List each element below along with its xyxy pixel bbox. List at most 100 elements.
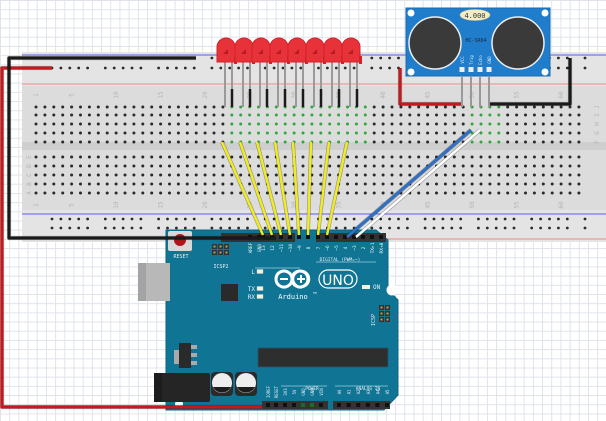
breadboard-hole [452,164,456,168]
analog-pin-A4[interactable] [375,403,380,407]
breadboard-hole [230,113,234,117]
column-number-bottom: 30 [291,201,298,209]
breadboard-hole [346,182,349,186]
breadboard-hole [515,105,519,109]
breadboard-hole [301,164,305,168]
digital-pin-TX1[interactable] [370,235,374,239]
capacitor-stripe [237,387,255,393]
signal-wire-6[interactable] [306,141,313,236]
breadboard-hole [532,122,536,126]
analog-pin-A2[interactable] [356,403,361,407]
breadboard-hole [488,182,492,186]
breadboard-hole [159,155,163,159]
digital-pin-10[interactable] [288,235,292,239]
breadboard-hole [532,182,536,186]
breadboard-hole [265,113,269,117]
breadboard-hole [381,140,385,144]
power-pin-IOREF[interactable] [266,403,270,407]
mcu-outline [257,347,389,368]
breadboard-hole [506,182,510,186]
breadboard-hole [532,164,536,168]
breadboard-hole [176,155,180,159]
breadboard-hole [176,191,180,195]
power-pin-GND[interactable] [310,403,314,407]
sensor-vcc-wire[interactable] [398,68,462,106]
digital-pin-RX0[interactable] [379,235,383,239]
digital-pin-8[interactable] [306,235,310,239]
power-pin-RESET[interactable] [274,403,278,407]
breadboard-hole [497,140,501,144]
rail-top-b-hole [157,66,161,70]
sensor-gnd-wire[interactable] [489,58,572,106]
breadboard-hole [150,173,154,177]
breadboard-hole [96,182,100,186]
sensor-echo-wire[interactable] [355,129,481,238]
rail-bottom-a-hole [477,217,480,221]
breadboard-hole [399,182,403,186]
uno-text: UNO [322,273,354,289]
breadboard-hole [61,105,65,109]
breadboard-hole [577,182,581,186]
breadboard-hole [230,173,234,177]
icsp2-pin [225,245,228,248]
breadboard-hole [70,173,74,177]
analog-pin-A0[interactable] [337,403,341,407]
digital-pin-5[interactable] [334,235,338,239]
signal-wire-5[interactable] [291,141,301,236]
breadboard-hole [274,113,278,117]
digital-label: DIGITAL (PWM=~) [320,257,361,263]
breadboard-hole [230,140,234,144]
column-number-top: 20 [202,91,209,99]
digital-pin-11[interactable] [279,235,283,239]
signal-wire-8[interactable] [325,141,349,236]
power-pin-VIN[interactable] [319,403,323,407]
power-pin-3V3[interactable] [283,403,287,407]
power-pin-GND[interactable] [301,403,305,407]
breadboard-hole [105,191,109,195]
breadboard-hole [96,155,100,159]
breadboard-hole [515,164,519,168]
breadboard-hole [79,191,82,195]
digital-pin-2[interactable] [361,235,365,239]
column-number-top: 60 [558,91,565,99]
rail-bottom-b-hole [485,226,489,230]
digital-pin-6[interactable] [325,235,329,239]
sensor-trig-wire[interactable] [346,128,472,239]
breadboard-hole [87,105,91,109]
breadboard-hole [541,182,545,186]
logo-ring-right [291,269,311,289]
breadboard-hole [417,164,421,168]
analog-pin-A3[interactable] [365,403,370,407]
signal-wire-7[interactable] [316,141,331,236]
breadboard-hole [399,173,403,177]
rail-bottom-b-hole [397,226,400,230]
signal-wire-2[interactable] [238,141,274,236]
breadboard-hole [497,131,501,135]
power-pin-5V[interactable] [292,403,296,407]
breadboard-hole [185,122,189,126]
signal-wire-1[interactable] [220,141,265,236]
breadboard-hole [70,131,74,135]
breadboard-hole [524,131,527,135]
breadboard-hole [194,173,198,177]
breadboard-hole [132,140,136,144]
signal-wire-4[interactable] [273,141,292,236]
signal-wire-3[interactable] [255,141,283,236]
breadboard-hole [194,191,198,195]
breadboard-hole [132,105,136,109]
breadboard-hole [301,191,305,195]
digital-pin-7[interactable] [316,235,320,239]
rail-bottom-a-hole [59,217,63,221]
ground-wire-gnd[interactable] [7,56,276,240]
analog-pin-A1[interactable] [346,403,351,407]
digital-pin-label: ~11 [279,244,285,252]
power-wire-5v[interactable] [0,66,262,409]
digital-pin-4[interactable] [343,235,347,239]
digital-pin-3[interactable] [352,235,356,239]
digital-pin-9[interactable] [297,235,301,239]
analog-pin-A5[interactable] [385,403,389,407]
rail-bottom-a-hole [192,217,196,221]
rail-bottom-a-hole [450,217,454,221]
breadboard-hole [34,105,38,109]
rail-top-b-hole [379,66,383,70]
